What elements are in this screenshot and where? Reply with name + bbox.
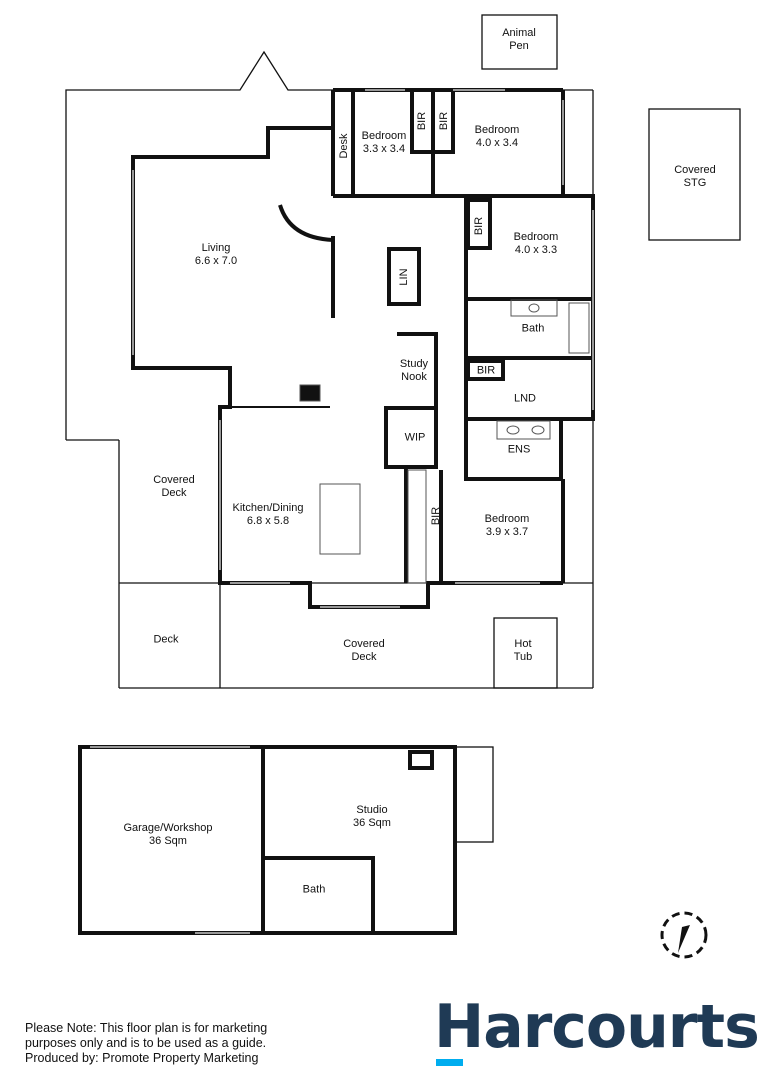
room-laundry: LND bbox=[513, 392, 537, 405]
room-bath: Bath bbox=[521, 322, 545, 335]
area-covered-deck-west: Covered Deck bbox=[153, 474, 195, 499]
area-animal-pen: Animal Pen bbox=[502, 27, 536, 52]
room-bir-1: BIR bbox=[416, 111, 428, 131]
disclaimer-note: Please Note: This floor plan is for mark… bbox=[25, 1021, 267, 1066]
room-desk: Desk bbox=[338, 133, 350, 159]
room-bir-5: BIR bbox=[430, 506, 442, 526]
room-ensuite: ENS bbox=[507, 443, 531, 456]
harcourts-logo: Harcourts bbox=[434, 992, 760, 1062]
area-covered-deck-south: Covered Deck bbox=[343, 638, 385, 663]
north-compass-icon bbox=[660, 911, 708, 959]
room-bir-4: BIR bbox=[476, 364, 496, 377]
room-bir-3: BIR bbox=[473, 216, 485, 236]
room-wip: WIP bbox=[404, 431, 426, 444]
room-studio-bath: Bath bbox=[302, 883, 326, 896]
disclaimer-line-3: Produced by: Promote Property Marketing bbox=[25, 1051, 259, 1065]
logo-accent-bar bbox=[436, 1059, 463, 1066]
area-hot-tub: Hot Tub bbox=[513, 638, 533, 663]
room-bir-2: BIR bbox=[438, 111, 450, 131]
disclaimer-line-2: purposes only and is to be used as a gui… bbox=[25, 1036, 267, 1050]
disclaimer-line-1: Please Note: This floor plan is for mark… bbox=[25, 1021, 268, 1035]
room-linen: LIN bbox=[398, 268, 410, 286]
area-deck: Deck bbox=[153, 633, 179, 646]
area-covered-storage: Covered STG bbox=[674, 164, 716, 189]
room-study-nook: Study Nook bbox=[399, 358, 429, 383]
